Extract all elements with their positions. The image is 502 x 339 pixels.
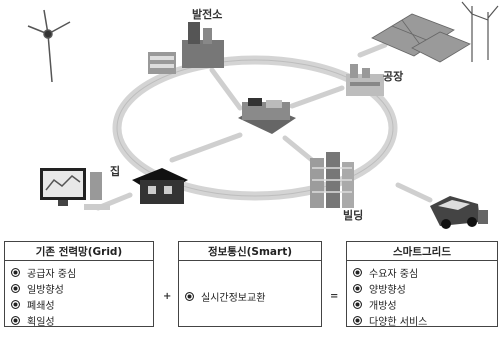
- bullet-icon: [353, 315, 362, 325]
- bullet-icon: [11, 283, 20, 293]
- list-item: 개방성: [353, 296, 491, 312]
- building-icon: [310, 152, 354, 208]
- electric-car-icon: [430, 196, 488, 229]
- panel-title: 정보통신(Smart): [179, 242, 321, 261]
- bullet-icon: [353, 283, 362, 293]
- bullet-icon: [11, 315, 20, 325]
- list-item: 다양한 서비스: [353, 312, 491, 328]
- building-label: 빌딩: [343, 209, 364, 222]
- list-item: 실시간정보교환: [185, 288, 315, 304]
- panel-title: 기존 전력망(Grid): [5, 242, 153, 261]
- control-center-icon: [238, 98, 296, 134]
- equals-operator: =: [330, 291, 339, 302]
- list-item: 폐쇄성: [11, 296, 147, 312]
- feature-list: 실시간정보교환: [179, 261, 321, 304]
- list-item: 양방향성: [353, 280, 491, 296]
- house-icon: [132, 168, 188, 204]
- smart-grid-illustration: [27, 1, 499, 229]
- computer-icon: [40, 168, 110, 210]
- house-label: 집: [110, 165, 121, 178]
- list-item: 일방향성: [11, 280, 147, 296]
- bullet-icon: [11, 299, 20, 309]
- feature-list: 수요자 중심 양방향성 개방성 다양한 서비스: [347, 261, 497, 328]
- factory-label: 공장: [383, 70, 404, 83]
- existing-grid-panel: 기존 전력망(Grid) 공급자 중심 일방향성 폐쇄성 획일성: [4, 241, 154, 328]
- solar-farm-icon: [371, 13, 471, 63]
- power-plant-label: 발전소: [192, 8, 223, 21]
- list-item: 공급자 중심: [11, 264, 147, 280]
- smart-grid-panel: 스마트그리드 수요자 중심 양방향성 개방성 다양한 서비스: [346, 241, 498, 328]
- feature-list: 공급자 중심 일방향성 폐쇄성 획일성: [5, 261, 153, 328]
- power-plant-icon: [148, 22, 224, 74]
- wind-farm-icon: [461, 1, 499, 62]
- plus-operator: +: [163, 291, 172, 302]
- bullet-icon: [353, 267, 362, 277]
- ict-panel: 정보통신(Smart) 실시간정보교환: [178, 241, 322, 327]
- bullet-icon: [185, 291, 194, 301]
- bullet-icon: [353, 299, 362, 309]
- bullet-icon: [11, 267, 20, 277]
- panel-title: 스마트그리드: [347, 242, 497, 261]
- list-item: 수요자 중심: [353, 264, 491, 280]
- wind-turbine-icon: [27, 9, 71, 83]
- factory-icon: [346, 64, 384, 96]
- list-item: 획일성: [11, 312, 147, 328]
